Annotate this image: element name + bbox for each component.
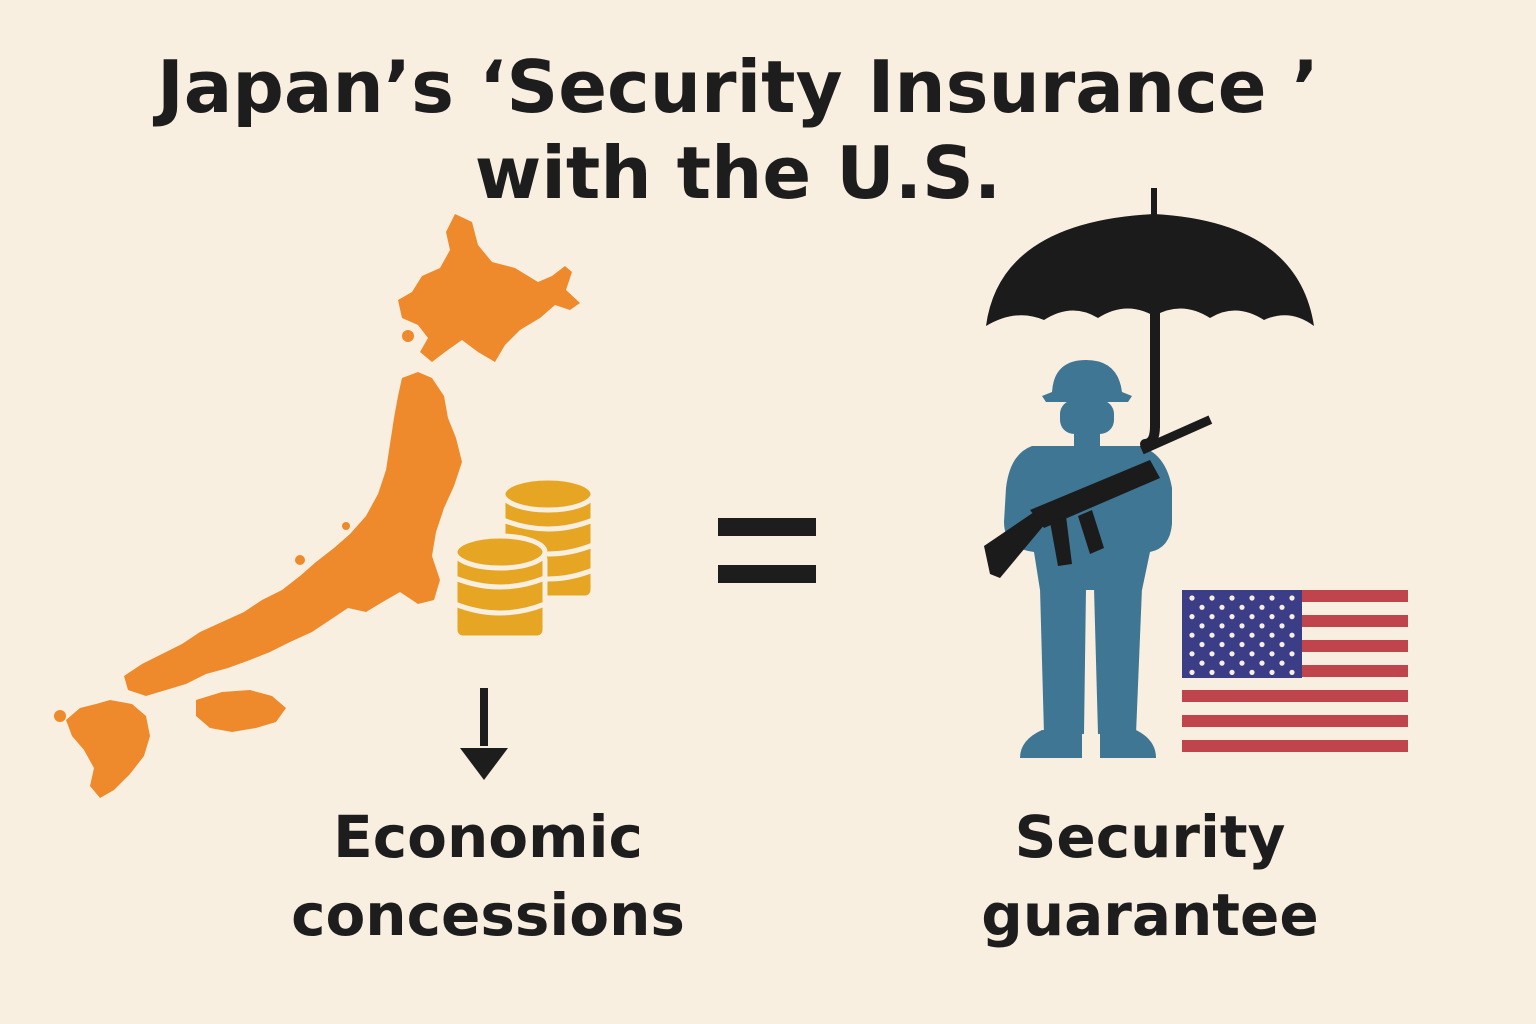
- flag-star: [1279, 641, 1285, 648]
- flag-star: [1189, 632, 1195, 638]
- diagram-title: Japan’s ‘Security Insurance ’ with the U…: [0, 44, 1476, 216]
- flag-star: [1219, 660, 1225, 666]
- flag-star: [1189, 651, 1195, 657]
- security-guarantee-caption: Security guarantee: [920, 798, 1380, 954]
- flag-star: [1239, 660, 1245, 666]
- title-line-1: Japan’s ‘Security Insurance ’: [156, 45, 1320, 129]
- left-caption-line-2: concessions: [291, 881, 685, 949]
- flag-star: [1289, 669, 1295, 676]
- flag-star: [1259, 660, 1265, 666]
- flag-star: [1219, 641, 1225, 648]
- flag-star: [1239, 641, 1245, 648]
- flag-star: [1259, 641, 1265, 648]
- coin-stack-icon: [452, 533, 548, 641]
- flag-star: [1219, 604, 1225, 610]
- flag-star: [1269, 669, 1275, 676]
- flag-star: [1259, 623, 1265, 629]
- flag-star: [1229, 595, 1235, 601]
- right-caption-line-2: guarantee: [981, 881, 1319, 949]
- economic-concessions-caption: Economic concessions: [248, 798, 728, 954]
- flag-star: [1249, 651, 1255, 657]
- flag-star: [1209, 669, 1215, 676]
- flag-star: [1229, 632, 1235, 638]
- flag-star: [1209, 595, 1215, 601]
- japan-map-icon: [54, 214, 580, 798]
- flag-star: [1199, 660, 1205, 666]
- flag-star: [1249, 595, 1255, 601]
- flag-star: [1249, 614, 1255, 620]
- flag-star: [1279, 604, 1285, 610]
- umbrella-icon: [986, 188, 1314, 449]
- right-caption-line-1: Security: [1014, 803, 1286, 871]
- left-caption-line-1: Economic: [333, 803, 643, 871]
- flag-star: [1269, 651, 1275, 657]
- flag-star: [1229, 669, 1235, 676]
- flag-star: [1249, 669, 1255, 676]
- flag-star: [1199, 604, 1205, 610]
- flag-star: [1239, 623, 1245, 629]
- us-flag-icon: [1182, 590, 1408, 754]
- down-arrow-icon: [460, 688, 508, 780]
- flag-star: [1269, 595, 1275, 601]
- rifle-icon: [984, 415, 1213, 578]
- flag-star: [1189, 614, 1195, 620]
- flag-star: [1189, 669, 1195, 676]
- soldier-icon: [1004, 360, 1172, 758]
- flag-star: [1289, 595, 1295, 601]
- flag-star: [1209, 632, 1215, 638]
- flag-star: [1259, 604, 1265, 610]
- flag-star: [1209, 614, 1215, 620]
- equals-sign-icon: [718, 518, 816, 583]
- flag-star: [1279, 660, 1285, 666]
- flag-star: [1199, 641, 1205, 648]
- flag-star: [1269, 614, 1275, 620]
- flag-star: [1229, 651, 1235, 657]
- flag-star: [1249, 632, 1255, 638]
- flag-star: [1199, 623, 1205, 629]
- flag-star: [1289, 651, 1295, 657]
- flag-star: [1239, 604, 1245, 610]
- flag-star: [1289, 614, 1295, 620]
- flag-star: [1219, 623, 1225, 629]
- flag-star: [1289, 632, 1295, 638]
- title-line-2: with the U.S.: [474, 131, 1002, 215]
- flag-star: [1189, 595, 1195, 601]
- flag-star: [1279, 623, 1285, 629]
- flag-star: [1209, 651, 1215, 657]
- flag-star: [1229, 614, 1235, 620]
- flag-star: [1269, 632, 1275, 638]
